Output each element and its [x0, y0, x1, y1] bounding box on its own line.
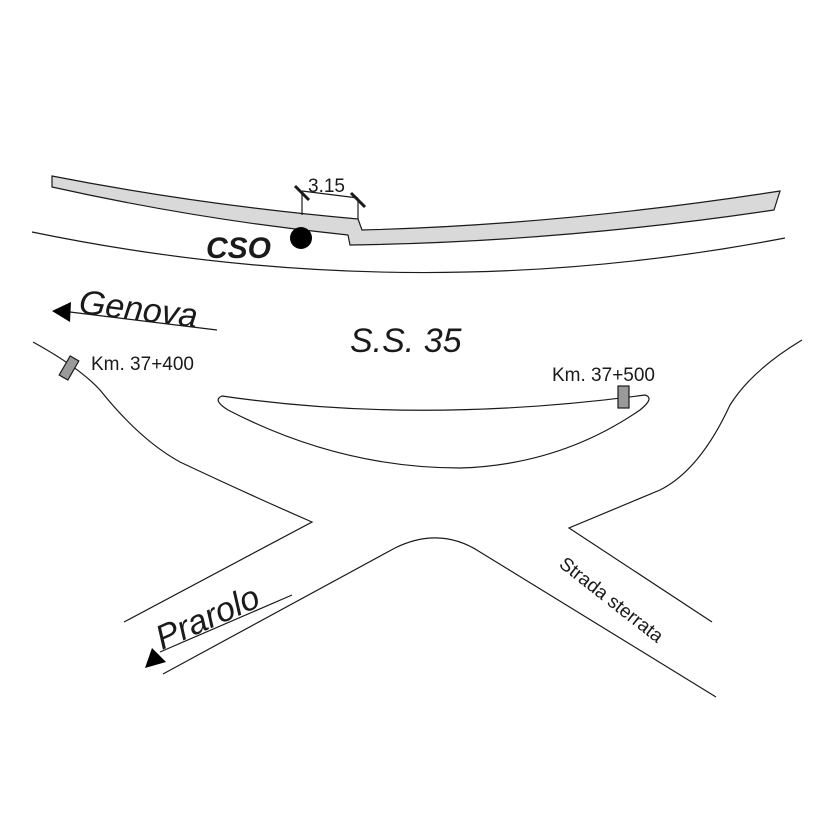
dimension-marker: [293, 184, 367, 219]
km-left-label: Km. 37+400: [91, 354, 194, 375]
km-right-label: Km. 37+500: [552, 365, 655, 386]
wall-strip: [51, 175, 781, 246]
strada-label: Strada sterrata: [555, 553, 667, 647]
cso-label: CSO: [206, 232, 271, 265]
prarolo-arrowhead: [145, 648, 166, 668]
km-marker-left: [58, 355, 80, 381]
dimension-label: 3.15: [308, 176, 345, 197]
genova-arrowhead: [52, 302, 71, 322]
road-edge-upper: [31, 231, 786, 274]
traffic-island: [217, 394, 650, 469]
prarolo-label: Prarolo: [150, 578, 266, 657]
genova-arrow-line: [69, 311, 218, 331]
km-marker-right: [617, 385, 630, 409]
genova-label: Genova: [77, 283, 200, 335]
prarolo-arrow-line: [159, 594, 293, 653]
road-edge-right: [567, 339, 803, 623]
cso-point: [290, 227, 312, 249]
road-edge-lower: [162, 537, 717, 698]
road-edge-left: [32, 341, 314, 623]
road-name-label: S.S. 35: [350, 322, 462, 360]
